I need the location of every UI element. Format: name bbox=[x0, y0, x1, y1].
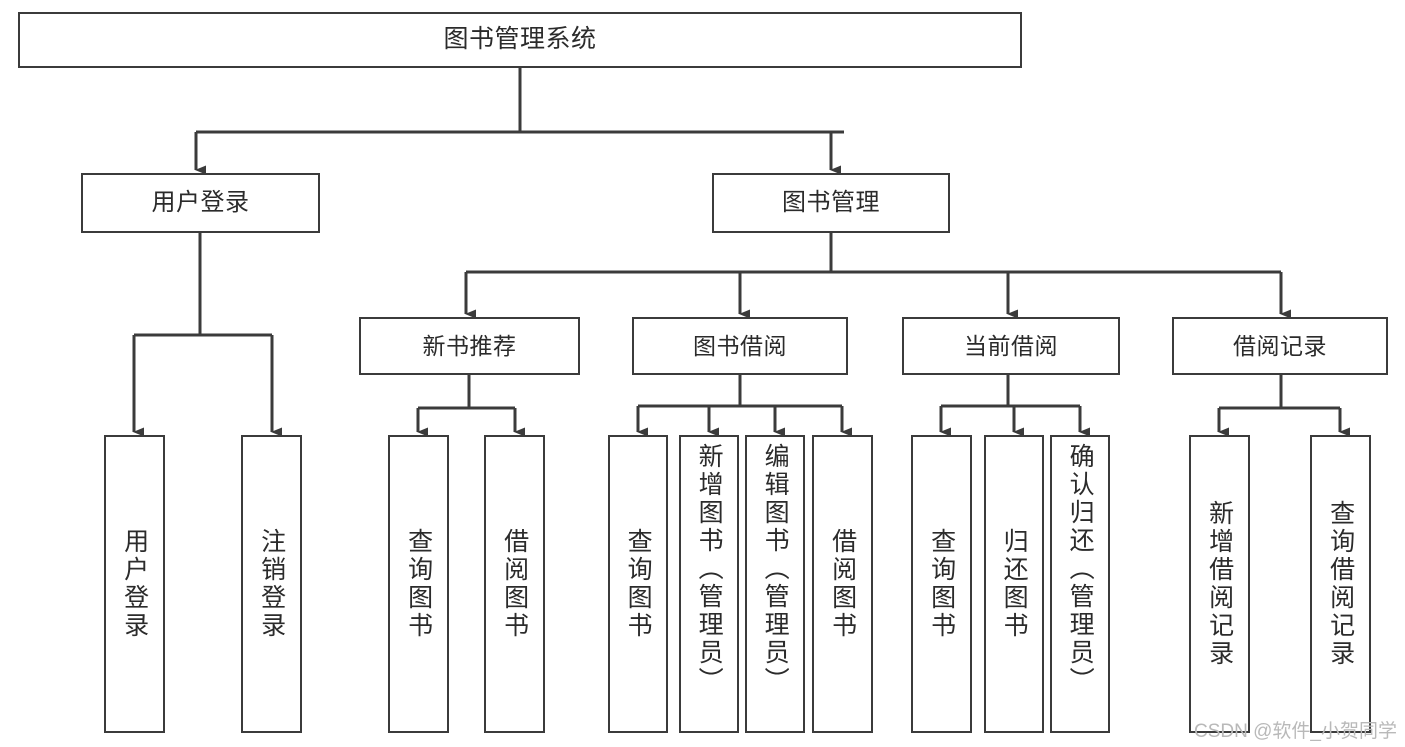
leaf-node[interactable]: 借阅图书 bbox=[812, 435, 873, 733]
node-borrow-record[interactable]: 借阅记录 bbox=[1172, 317, 1388, 375]
leaf-node[interactable]: 用户登录 bbox=[104, 435, 165, 733]
leaf-node[interactable]: 确认归还（管理员） bbox=[1050, 435, 1110, 733]
node-root-label: 图书管理系统 bbox=[443, 25, 597, 54]
leaf-node-label: 注销登录 bbox=[257, 528, 286, 640]
node-book-management-label: 图书管理 bbox=[782, 188, 880, 216]
node-current-borrow[interactable]: 当前借阅 bbox=[902, 317, 1120, 375]
leaf-node[interactable]: 新增借阅记录 bbox=[1189, 435, 1250, 733]
leaf-node[interactable]: 编辑图书（管理员） bbox=[745, 435, 805, 733]
leaf-node[interactable]: 查询图书 bbox=[388, 435, 449, 733]
node-root[interactable]: 图书管理系统 bbox=[18, 12, 1022, 68]
leaf-node-label: 查询图书 bbox=[404, 528, 433, 640]
node-book-borrow[interactable]: 图书借阅 bbox=[632, 317, 848, 375]
leaf-node[interactable]: 借阅图书 bbox=[484, 435, 545, 733]
leaf-node[interactable]: 查询图书 bbox=[608, 435, 668, 733]
leaf-node-label: 编辑图书（管理员） bbox=[761, 443, 790, 695]
node-user-login[interactable]: 用户登录 bbox=[81, 173, 320, 233]
leaf-node[interactable]: 查询图书 bbox=[911, 435, 972, 733]
leaf-node[interactable]: 新增图书（管理员） bbox=[679, 435, 739, 733]
leaf-node-label: 确认归还（管理员） bbox=[1066, 443, 1095, 695]
leaf-node-label: 查询借阅记录 bbox=[1326, 500, 1355, 668]
leaf-node-label: 新增借阅记录 bbox=[1205, 500, 1234, 668]
leaf-node[interactable]: 注销登录 bbox=[241, 435, 302, 733]
leaf-node-label: 查询图书 bbox=[927, 528, 956, 640]
node-book-borrow-label: 图书借阅 bbox=[693, 332, 787, 359]
node-new-book-recommend[interactable]: 新书推荐 bbox=[359, 317, 580, 375]
node-borrow-record-label: 借阅记录 bbox=[1233, 332, 1327, 359]
leaf-node-label: 借阅图书 bbox=[828, 528, 857, 640]
node-user-login-label: 用户登录 bbox=[151, 188, 250, 216]
leaf-node[interactable]: 查询借阅记录 bbox=[1310, 435, 1371, 733]
leaf-node-label: 查询图书 bbox=[624, 528, 653, 640]
node-book-management[interactable]: 图书管理 bbox=[712, 173, 950, 233]
leaf-node-label: 用户登录 bbox=[120, 528, 149, 640]
node-new-book-recommend-label: 新书推荐 bbox=[422, 332, 517, 359]
csdn-watermark: CSDN @软件_小贺同学 bbox=[1194, 721, 1397, 742]
leaf-node-label: 新增图书（管理员） bbox=[695, 443, 724, 695]
node-current-borrow-label: 当前借阅 bbox=[964, 332, 1058, 359]
leaf-node-label: 借阅图书 bbox=[500, 528, 529, 640]
leaf-node[interactable]: 归还图书 bbox=[984, 435, 1044, 733]
leaf-node-label: 归还图书 bbox=[1000, 528, 1029, 640]
